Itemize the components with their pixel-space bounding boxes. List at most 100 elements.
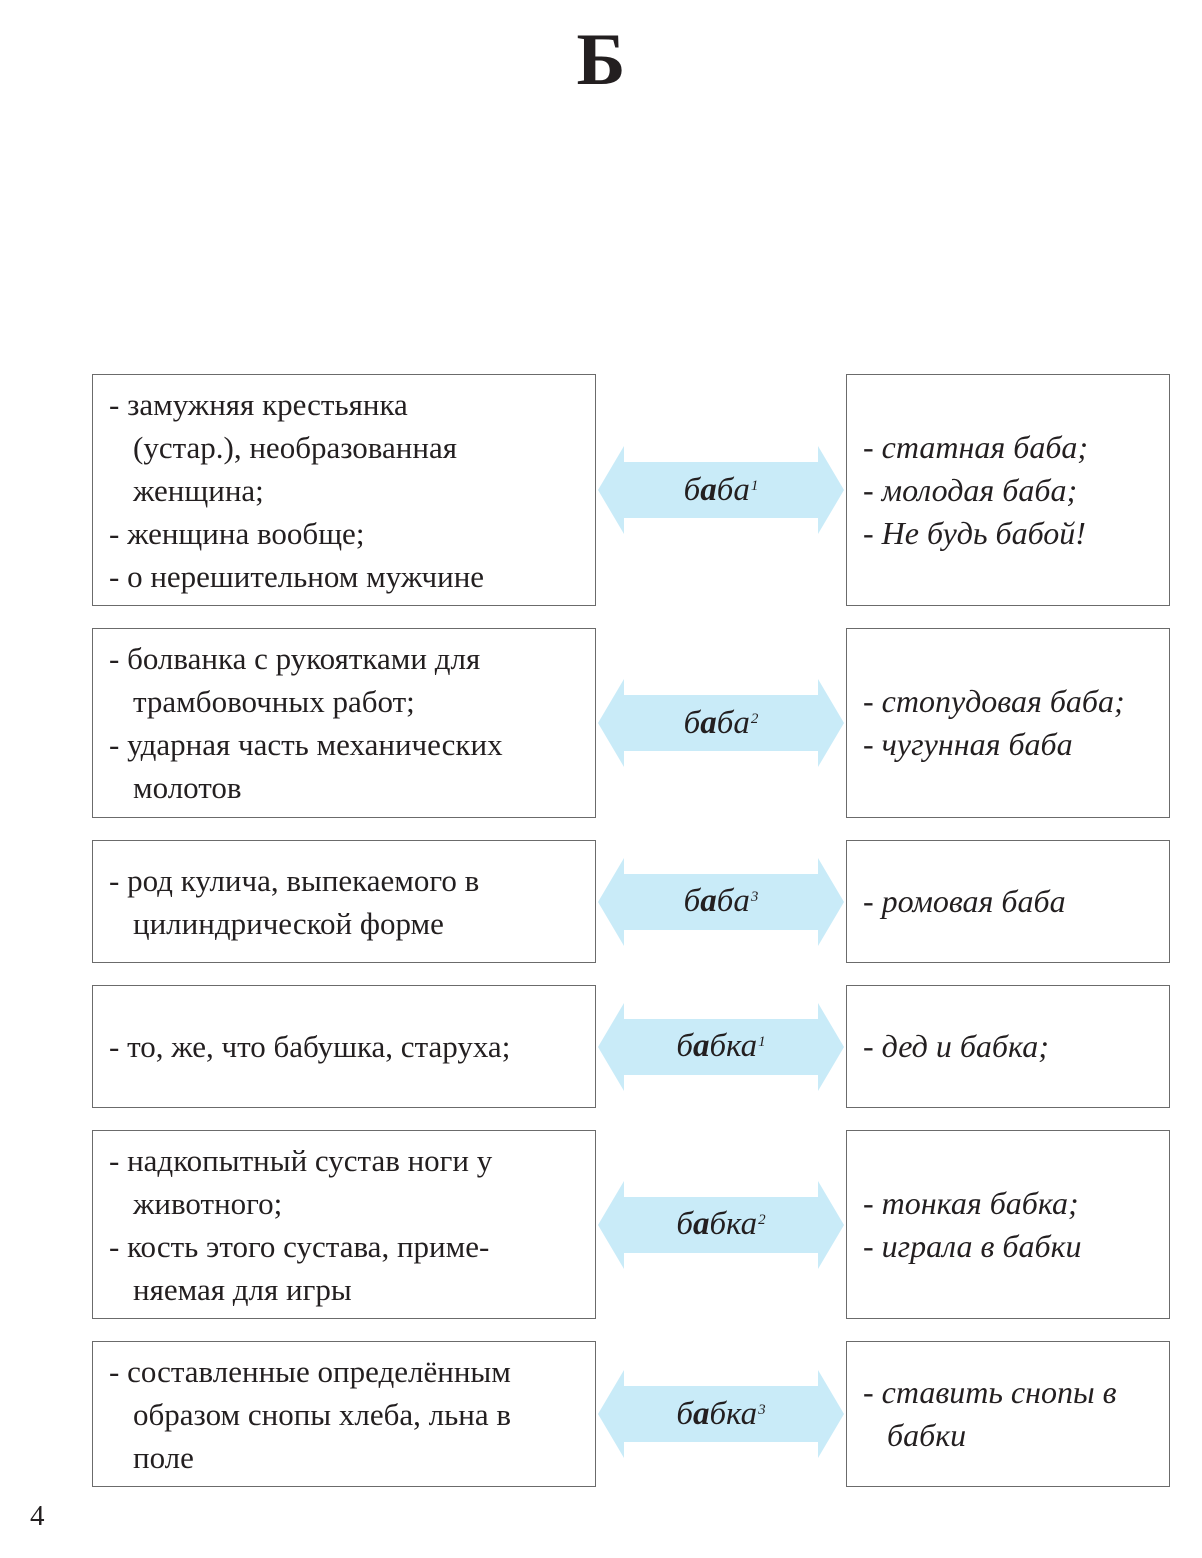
definition-box: - род кулича, выпекаемого в цилиндрическо… [92, 840, 596, 963]
definition-line: образом снопы хлеба, льна в [133, 1396, 511, 1432]
definition-line: - то, же, что бабушка, старуха; [109, 1029, 511, 1064]
example-box: - ромовая баба [846, 840, 1170, 963]
example-line: - молодая баба; [863, 471, 1078, 508]
definition-line: женщина; [133, 472, 264, 508]
example-lines: - ставить снопы в бабки [863, 1371, 1157, 1457]
headword-end: бка [709, 1395, 758, 1432]
arrow-fill [598, 1180, 844, 1269]
definition-line: - составленные определённым [109, 1353, 511, 1389]
arrow-fill [598, 1002, 844, 1091]
page-number: 4 [30, 1500, 45, 1532]
headword-start: б [676, 1395, 693, 1432]
homonym-index: 3 [750, 889, 759, 905]
double-arrow-shape [598, 1370, 844, 1458]
homonym-index: 1 [758, 1034, 766, 1050]
definition-line: - род кулича, выпекаемого в [109, 862, 480, 898]
headword-end: ба [716, 471, 750, 508]
definition-box: - надкопытный сустав ноги у животного; - к… [92, 1130, 596, 1319]
headword-start: б [683, 883, 701, 919]
headword-stressed-vowel: а [692, 1206, 710, 1242]
page-letter-heading: Б [576, 19, 626, 101]
definition-line: - ударная часть механических [109, 727, 503, 762]
example-box: - стопудовая баба; - чугунная баба [846, 628, 1170, 818]
example-box: - статная баба; - молодая баба; - Не будь … [846, 374, 1170, 606]
example-box: - тонкая бабка; - играла в бабки [846, 1130, 1170, 1319]
example-line: - стопудовая баба; [863, 683, 1125, 719]
headword-end: бка [709, 1028, 758, 1064]
definition-line: - замужняя крестьянка [109, 386, 408, 422]
headword-start: б [683, 704, 701, 741]
homonym-index: 1 [750, 477, 759, 494]
homonym-index: 2 [750, 710, 759, 727]
definition-line: - кость этого сустава, приме- [109, 1228, 490, 1264]
arrow-fill [598, 446, 844, 534]
definition-line: трамбовочных работ; [133, 684, 415, 719]
definition-lines: - то, же, что бабушка, старуха; [109, 1025, 583, 1068]
example-line: - дед и бабка; [863, 1028, 1049, 1064]
headword-end: ба [716, 704, 750, 741]
example-line: - тонкая бабка; [863, 1184, 1079, 1221]
example-lines: - стопудовая баба; - чугунная баба [863, 680, 1157, 766]
example-line: - ромовая баба [863, 883, 1066, 919]
arrow-fill [598, 679, 844, 767]
definition-line: няемая для игры [133, 1271, 352, 1307]
example-line: бабки [887, 1417, 967, 1453]
definition-lines: - надкопытный сустав ноги у животного; - к… [109, 1139, 583, 1311]
homonym-index: 2 [758, 1212, 766, 1228]
arrow-fill [598, 857, 844, 946]
definition-line: животного; [133, 1185, 283, 1221]
headword-stressed-vowel: а [700, 471, 717, 508]
example-lines: - статная баба; - молодая баба; - Не будь … [863, 426, 1157, 555]
definition-lines: - болванка с рукоятками для трамбовочных … [109, 637, 583, 809]
definition-line: - женщина вообще; [109, 515, 365, 551]
headword-end: ба [716, 883, 750, 919]
arrow-fill [598, 1370, 844, 1458]
double-arrow-shape [598, 1180, 844, 1269]
headword-start: б [683, 471, 701, 508]
definition-lines: - род кулича, выпекаемого в цилиндрическо… [109, 859, 583, 945]
definition-line: цилиндрической форме [133, 905, 444, 941]
example-lines: - тонкая бабка; - играла в бабки [863, 1182, 1157, 1268]
definition-line: (устар.), необразованная [133, 429, 457, 465]
definition-line: молотов [133, 770, 242, 805]
definition-lines: - составленные определённым образом снопы… [109, 1350, 583, 1479]
definition-box: - замужняя крестьянка (устар.), необразов… [92, 374, 596, 606]
definition-box: - составленные определённым образом снопы… [92, 1341, 596, 1487]
headword-start: б [676, 1028, 693, 1064]
headword-stressed-vowel: а [692, 1028, 710, 1064]
definition-box: - болванка с рукоятками для трамбовочных … [92, 628, 596, 818]
example-line: - Не будь бабой! [863, 514, 1086, 551]
definition-line: поле [133, 1439, 194, 1475]
definition-box: - то, же, что бабушка, старуха; [92, 985, 596, 1108]
double-arrow-shape [598, 446, 844, 534]
double-arrow-shape [598, 679, 844, 767]
example-line: - чугунная баба [863, 726, 1073, 762]
homonym-index: 3 [758, 1401, 766, 1418]
definition-line: - болванка с рукоятками для [109, 641, 481, 676]
example-lines: - дед и бабка; [863, 1025, 1157, 1068]
definition-lines: - замужняя крестьянка (устар.), необразов… [109, 383, 583, 598]
example-line: - играла в бабки [863, 1227, 1082, 1264]
headword-end: бка [709, 1206, 758, 1242]
example-box: - дед и бабка; [846, 985, 1170, 1108]
definition-line: - о нерешительном мужчине [109, 558, 485, 594]
example-box: - ставить снопы в бабки [846, 1341, 1170, 1487]
headword-stressed-vowel: а [692, 1395, 710, 1432]
headword-stressed-vowel: а [700, 883, 717, 919]
example-line: - статная баба; [863, 428, 1089, 465]
double-arrow-shape [598, 857, 844, 946]
example-line: - ставить снопы в [863, 1374, 1117, 1410]
definition-line: - надкопытный сустав ноги у [109, 1142, 493, 1178]
